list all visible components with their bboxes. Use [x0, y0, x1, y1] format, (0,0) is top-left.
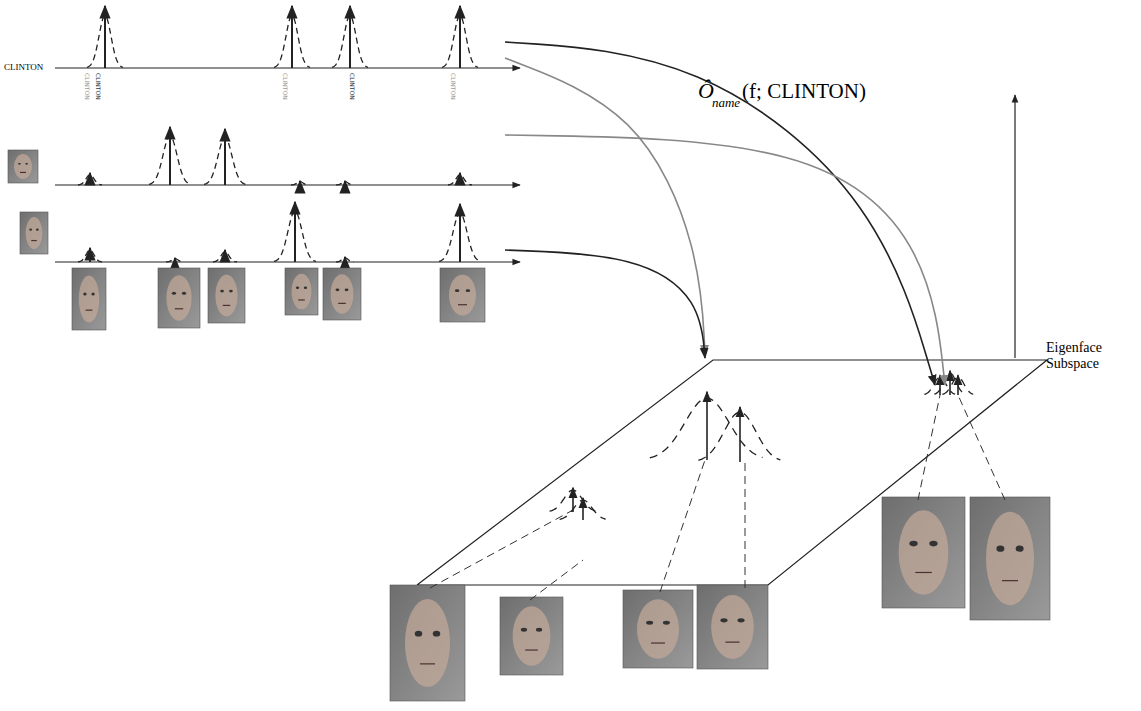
text-label: Eigenface Subspace — [1046, 340, 1136, 372]
projection-line — [958, 395, 1005, 500]
peak-arrow — [299, 181, 301, 185]
projection-line — [745, 460, 746, 588]
peak-arrow — [459, 6, 461, 68]
peak-arrow — [89, 248, 91, 262]
word-token: CLINTON — [95, 72, 101, 101]
density-curve — [336, 258, 354, 262]
face-image — [697, 585, 768, 669]
face-image — [440, 268, 485, 322]
mapping-arrow — [505, 58, 705, 355]
density-curve — [650, 398, 763, 458]
mapping-arrow — [505, 250, 705, 358]
projection-line — [430, 510, 573, 588]
face-image — [882, 497, 965, 608]
peak-arrow — [939, 375, 941, 395]
peak-arrow — [349, 6, 351, 68]
text-label: (f; CLINTON) — [742, 81, 866, 102]
peak-arrow — [344, 181, 346, 185]
text-label: Ô — [698, 80, 714, 102]
word-token: CLINTON — [450, 72, 456, 101]
face-image — [158, 268, 200, 328]
peak-arrow — [949, 371, 951, 395]
text-label: CLINTON — [4, 63, 43, 72]
peak-arrow — [344, 257, 346, 262]
text-label: name — [712, 96, 740, 109]
face-image — [8, 150, 38, 183]
peak-arrow — [582, 498, 584, 520]
peak-arrow — [459, 204, 461, 262]
projection-line — [660, 460, 705, 592]
mapping-arrow — [505, 135, 945, 385]
peak-arrow — [294, 202, 296, 262]
peak-arrow — [459, 173, 461, 185]
peak-arrow — [957, 375, 959, 395]
face-image — [390, 585, 465, 701]
face-image — [323, 268, 361, 320]
word-token: CLINTON — [282, 72, 288, 101]
output-axis — [1014, 95, 1015, 358]
density-curve — [336, 182, 354, 185]
peak-arrow — [224, 250, 226, 262]
face-image — [285, 268, 318, 315]
density-curve — [291, 182, 309, 185]
time-axis — [55, 67, 520, 68]
face-image — [970, 497, 1050, 620]
peak-arrow — [739, 407, 741, 462]
face-image — [623, 590, 693, 668]
peak-arrow — [104, 6, 106, 68]
peak-arrow — [706, 392, 708, 460]
word-token: CLINTON — [84, 72, 90, 101]
projection-line — [530, 560, 583, 600]
peak-arrow — [169, 127, 171, 185]
peak-arrow — [224, 129, 226, 185]
projection-line — [918, 395, 940, 500]
face-image — [72, 268, 106, 330]
density-curve — [166, 259, 184, 262]
time-axis — [55, 261, 520, 262]
peak-arrow — [291, 6, 293, 68]
mapping-arrow — [505, 42, 935, 385]
face-image — [500, 597, 563, 675]
word-token: CLINTON — [349, 72, 355, 101]
peak-arrow — [174, 258, 176, 262]
peak-arrow — [89, 173, 91, 185]
face-image — [20, 212, 48, 254]
face-image — [208, 268, 245, 323]
